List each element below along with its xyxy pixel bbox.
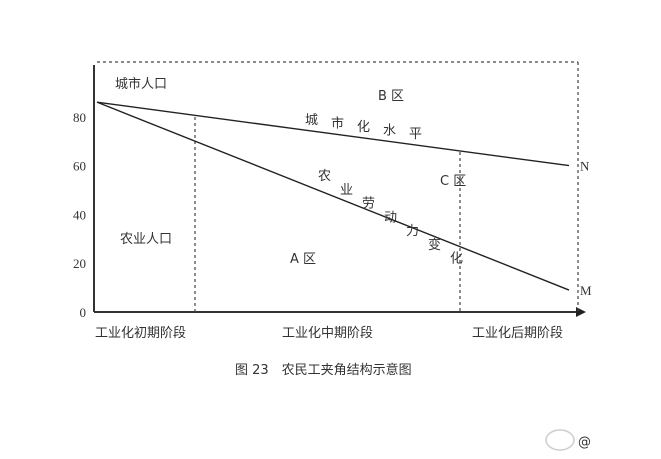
x-stage-label: 工业化中期阶段 xyxy=(282,326,373,341)
series-label-char: 力 xyxy=(406,224,419,239)
region-label-rural: 农业人口 xyxy=(120,232,172,247)
y-tick-label: 0 xyxy=(80,305,87,320)
series-label-char: 城 xyxy=(305,113,318,128)
region-label-b: B 区 xyxy=(378,89,404,104)
y-tick-label: 60 xyxy=(73,159,86,174)
x-stage-label: 工业化初期阶段 xyxy=(95,326,186,341)
series-line-rural-labor xyxy=(96,101,570,291)
series-end-label: M xyxy=(580,283,592,298)
series-label-char: 变 xyxy=(428,237,441,253)
series-label-char: 动 xyxy=(384,210,397,225)
series-label-char: 市 xyxy=(331,116,344,132)
series-label-char: 业 xyxy=(340,183,353,198)
y-tick-label: 20 xyxy=(73,256,86,271)
series-label-char: 平 xyxy=(409,127,422,142)
watermark-text: @ xyxy=(578,435,591,450)
series-label-char: 农 xyxy=(318,169,331,184)
region-label-a: A 区 xyxy=(290,252,316,267)
series-label-char: 水 xyxy=(383,124,396,139)
region-label-urban: 城市人口 xyxy=(115,76,167,92)
region-label-c: C 区 xyxy=(440,174,466,189)
figure-caption: 图 23 农民工夹角结构示意图 xyxy=(235,362,412,378)
weibo-watermark-icon xyxy=(545,429,575,451)
series-label-char: 化 xyxy=(450,252,463,267)
y-tick-label: 80 xyxy=(73,110,86,125)
x-stage-label: 工业化后期阶段 xyxy=(472,326,563,341)
y-tick-label: 40 xyxy=(73,207,86,222)
series-line-urbanization xyxy=(96,101,570,167)
series-end-label: N xyxy=(580,159,590,174)
series-label-char: 劳 xyxy=(362,196,375,212)
series-label-char: 化 xyxy=(357,120,370,135)
